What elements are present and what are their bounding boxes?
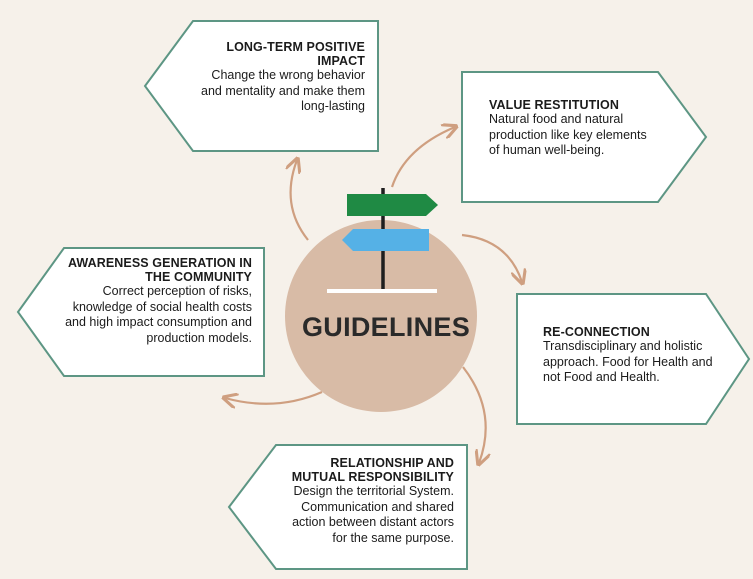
card-re-connection: RE-CONNECTION Transdisciplinary and holi… <box>543 325 713 386</box>
card-relationship-body: Design the territorial System. Communica… <box>292 484 454 545</box>
card-value-restitution: VALUE RESTITUTION Natural food and natur… <box>489 98 659 159</box>
center-label: GUIDELINES <box>301 312 471 342</box>
card-value-restitution-body: Natural food and natural production like… <box>489 112 647 157</box>
sign-green-icon <box>347 194 438 216</box>
center-circle <box>285 220 477 412</box>
sign-blue-icon <box>342 229 429 251</box>
arrow-to-value-restitution <box>390 127 455 188</box>
card-re-connection-title: RE-CONNECTION <box>543 325 650 339</box>
card-awareness-title: AWARENESS GENERATION IN THE COMMUNITY <box>67 256 252 284</box>
card-long-term-title: LONG-TERM POSITIVE IMPACT <box>226 40 365 68</box>
card-re-connection-body: Transdisciplinary and holistic approach.… <box>543 339 713 384</box>
arrow-to-re-connection <box>461 233 522 282</box>
card-awareness: AWARENESS GENERATION IN THE COMMUNITY Co… <box>58 256 252 346</box>
signpost-base-line <box>327 289 437 293</box>
card-value-restitution-shape <box>461 71 708 203</box>
card-value-restitution-title: VALUE RESTITUTION <box>489 98 619 112</box>
card-relationship-shape <box>227 444 468 570</box>
card-long-term: LONG-TERM POSITIVE IMPACT Change the wro… <box>190 40 365 115</box>
card-re-connection-shape <box>516 293 751 425</box>
arrow-to-awareness <box>225 390 323 404</box>
card-relationship: RELATIONSHIP AND MUTUAL RESPONSIBILITY D… <box>278 456 454 546</box>
card-relationship-title: RELATIONSHIP AND MUTUAL RESPONSIBILITY <box>291 456 454 484</box>
card-awareness-shape <box>16 247 265 377</box>
card-long-term-body: Change the wrong behavior and mentality … <box>201 68 365 113</box>
card-long-term-shape <box>143 20 379 152</box>
arrow-to-long-term <box>291 160 309 241</box>
arrow-to-relationship <box>462 366 486 463</box>
card-awareness-body: Correct perception of risks, knowledge o… <box>65 284 252 345</box>
